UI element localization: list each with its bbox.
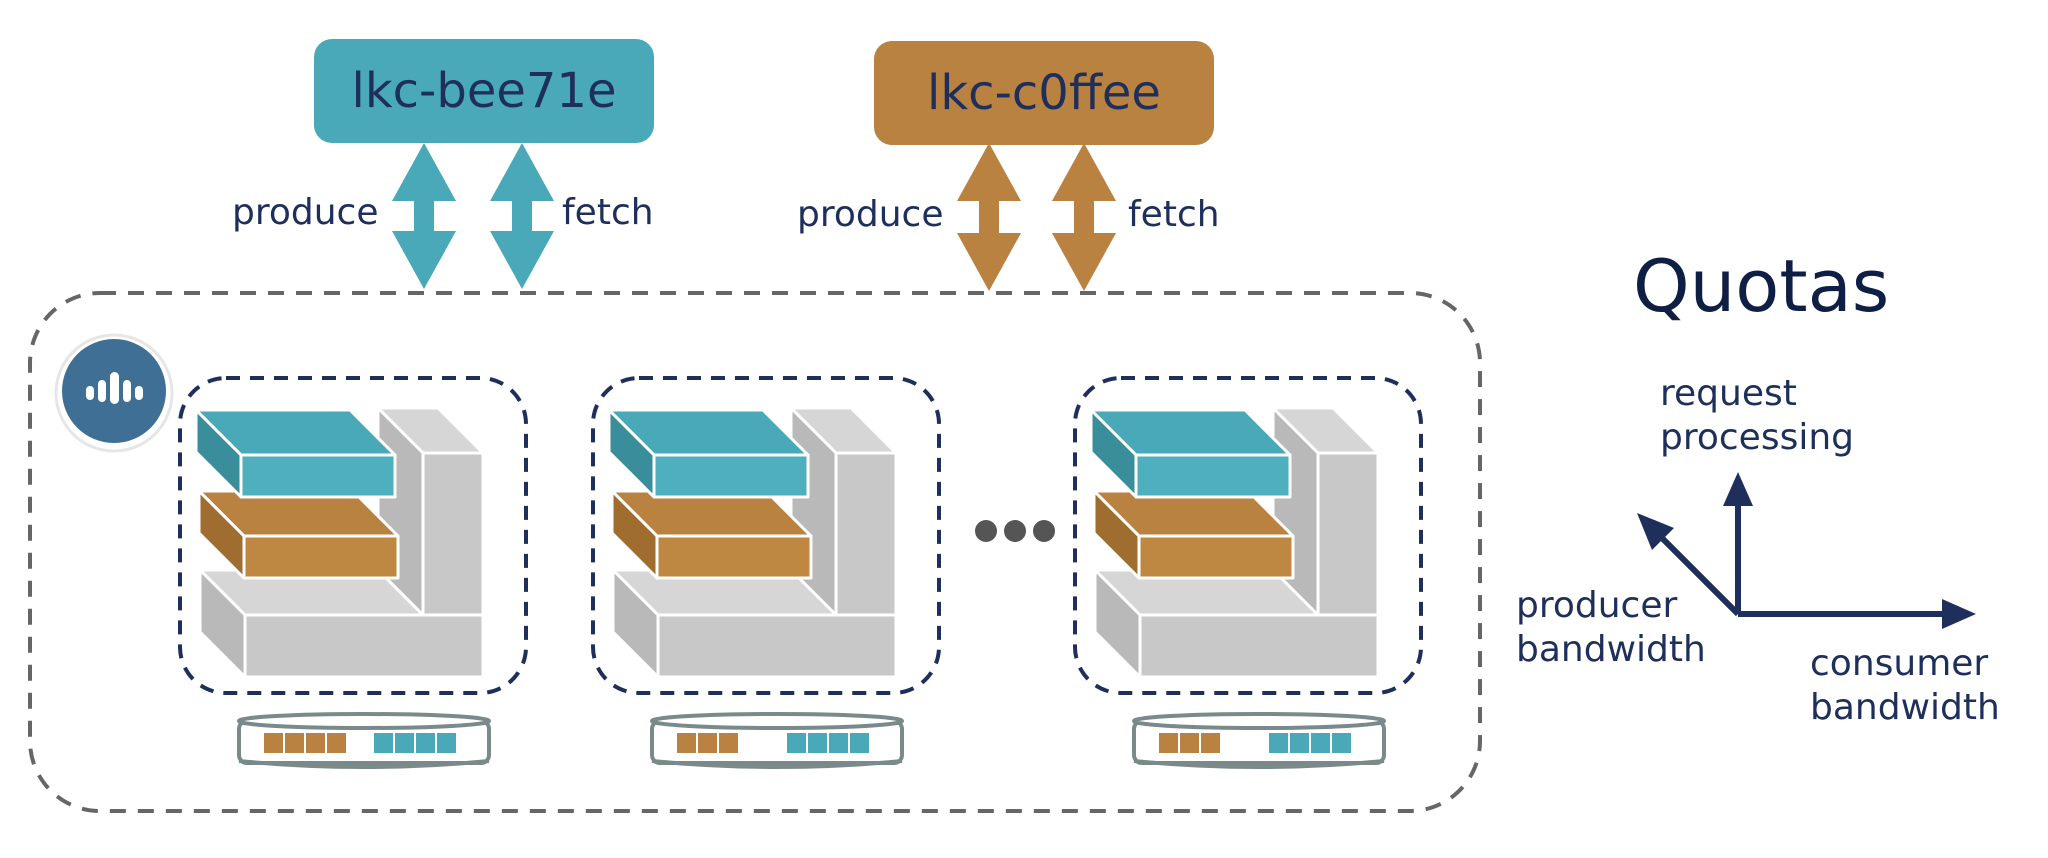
teal-tenant-slab [1089,408,1292,499]
orange-disk-block [327,733,346,753]
produce-arrow [957,143,1021,291]
orange-disk-block [719,733,738,753]
storage-disk [650,712,904,769]
axis-label-line: bandwidth [1810,687,2000,728]
produce-label: produce [232,192,379,233]
producer-bandwidth-label: producer bandwidth [1516,584,1706,672]
fetch-arrow [490,143,554,289]
orange-tenant-slab [197,489,400,580]
orange-tenant-slab [610,489,813,580]
teal-disk-block [808,733,827,753]
teal-disk-block [1290,733,1309,753]
quotas-axes [1637,472,1976,629]
teal-disk-block [850,733,869,753]
cluster-boundary [28,291,1482,813]
fetch-arrow [1052,143,1116,291]
teal-disk-block [787,733,806,753]
tenant-name: lkc-bee71e [351,63,617,119]
axis-label-line: processing [1660,417,1855,458]
teal-disk-block [416,733,435,753]
consumer-bandwidth-label: consumer bandwidth [1810,642,2000,730]
orange-disk-block [677,733,696,753]
orange-disk-block [306,733,325,753]
orange-tenant-slab [1092,489,1295,580]
broker-capacity-block [611,406,898,680]
teal-disk-block [437,733,456,753]
axis-label-line: bandwidth [1516,629,1706,670]
broker [591,376,941,769]
confluent-logo-icon [54,333,174,453]
broker [1073,376,1423,769]
axis-label-line: producer [1516,585,1678,626]
request-processing-label: request processing [1660,372,1854,460]
broker-capacity-block [1093,406,1380,680]
teal-disk-block [374,733,393,753]
broker [178,376,528,769]
tenant-name: lkc-c0ffee [927,65,1161,121]
storage-disk [1132,712,1386,769]
produce-label: produce [797,194,944,235]
teal-tenant-slab [194,408,397,499]
orange-disk-block [285,733,304,753]
quotas-title: Quotas [1633,244,1890,328]
ellipsis-icon [975,520,1055,542]
teal-disk-block [1332,733,1351,753]
fetch-label: fetch [562,192,654,233]
axis-label-line: request [1660,373,1797,414]
teal-tenant-slab [607,408,810,499]
orange-disk-block [1159,733,1178,753]
tenant-lkc-bee71e-box: lkc-bee71e [314,39,654,143]
teal-disk-block [1269,733,1288,753]
axis-label-line: consumer [1810,643,1989,684]
produce-arrow [392,143,456,289]
tenant-lkc-c0ffee-box: lkc-c0ffee [874,41,1214,145]
orange-disk-block [698,733,717,753]
teal-disk-block [395,733,414,753]
orange-disk-block [1201,733,1220,753]
teal-disk-block [829,733,848,753]
storage-disk [237,712,491,769]
orange-disk-block [1180,733,1199,753]
fetch-label: fetch [1128,194,1220,235]
teal-disk-block [1311,733,1330,753]
orange-disk-block [264,733,283,753]
